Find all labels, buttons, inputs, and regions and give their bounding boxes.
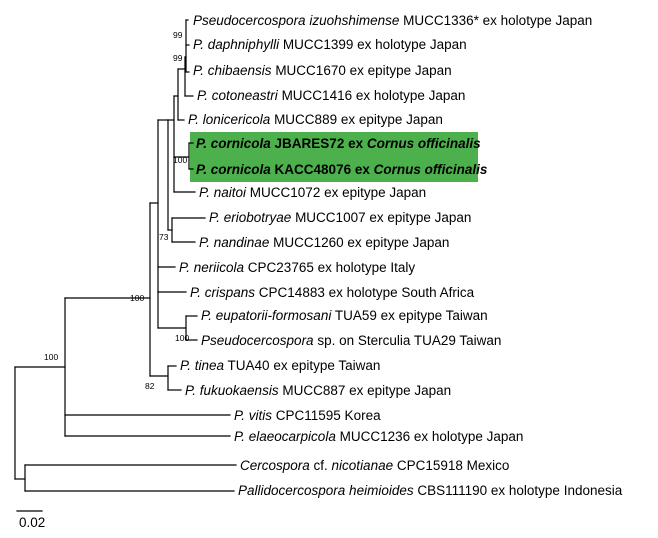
tree-branches bbox=[14, 19, 237, 512]
bootstrap-value: 73 bbox=[159, 232, 169, 242]
bootstrap-values: 99 99 100 73 100 100 82 100 bbox=[44, 30, 189, 391]
taxon-label: P. tinea TUA40 ex epitype Taiwan bbox=[180, 358, 380, 373]
taxon-label: P. crispans CPC14883 ex holotype South A… bbox=[190, 285, 475, 300]
taxon-label: P. eupatorii-formosani TUA59 ex epitype … bbox=[201, 308, 488, 323]
bootstrap-value: 100 bbox=[130, 293, 144, 303]
taxon-label-highlighted: P. cornicola JBARES72 ex Cornus officina… bbox=[196, 136, 481, 151]
bootstrap-value: 100 bbox=[44, 352, 58, 362]
bootstrap-value: 82 bbox=[145, 381, 155, 391]
bootstrap-value: 99 bbox=[173, 30, 183, 40]
taxon-label: P. nandinae MUCC1260 ex epitype Japan bbox=[199, 235, 449, 250]
taxon-label: Cercospora cf. nicotianae CPC15918 Mexic… bbox=[240, 458, 509, 473]
taxon-label: Pseudocercospora izuohshimense MUCC1336*… bbox=[193, 13, 592, 28]
taxon-label: Pseudocercospora sp. on Sterculia TUA29 … bbox=[201, 333, 501, 348]
bootstrap-value: 100 bbox=[175, 333, 189, 343]
taxon-label: P. naitoi MUCC1072 ex epitype Japan bbox=[199, 185, 426, 200]
bootstrap-value: 100 bbox=[173, 155, 187, 165]
taxon-label: Pallidocercospora heimioides CBS111190 e… bbox=[238, 483, 623, 498]
taxon-label: P. chibaensis MUCC1670 ex epitype Japan bbox=[193, 63, 452, 78]
taxon-label: P. lonicericola MUCC889 ex epitype Japan bbox=[188, 112, 443, 127]
taxon-label: P. fukuokaensis MUCC887 ex epitype Japan bbox=[185, 383, 451, 398]
taxon-label-highlighted: P. cornicola KACC48076 ex Cornus officin… bbox=[196, 162, 488, 177]
scale-bar-label: 0.02 bbox=[19, 515, 45, 530]
taxon-label: P. neriicola CPC23765 ex holotype Italy bbox=[179, 260, 415, 275]
taxon-label: P. daphniphylli MUCC1399 ex holotype Jap… bbox=[193, 37, 467, 52]
taxon-label: P. vitis CPC11595 Korea bbox=[234, 408, 381, 423]
taxon-label: P. elaeocarpicola MUCC1236 ex holotype J… bbox=[234, 429, 523, 444]
taxon-labels: Pseudocercospora izuohshimense MUCC1336*… bbox=[179, 13, 623, 498]
taxon-label: P. cotoneastri MUCC1416 ex holotype Japa… bbox=[197, 88, 465, 103]
taxon-label: P. eriobotryae MUCC1007 ex epitype Japan bbox=[209, 210, 471, 225]
bootstrap-value: 99 bbox=[173, 53, 183, 63]
cornicola-highlight-box bbox=[190, 132, 478, 182]
